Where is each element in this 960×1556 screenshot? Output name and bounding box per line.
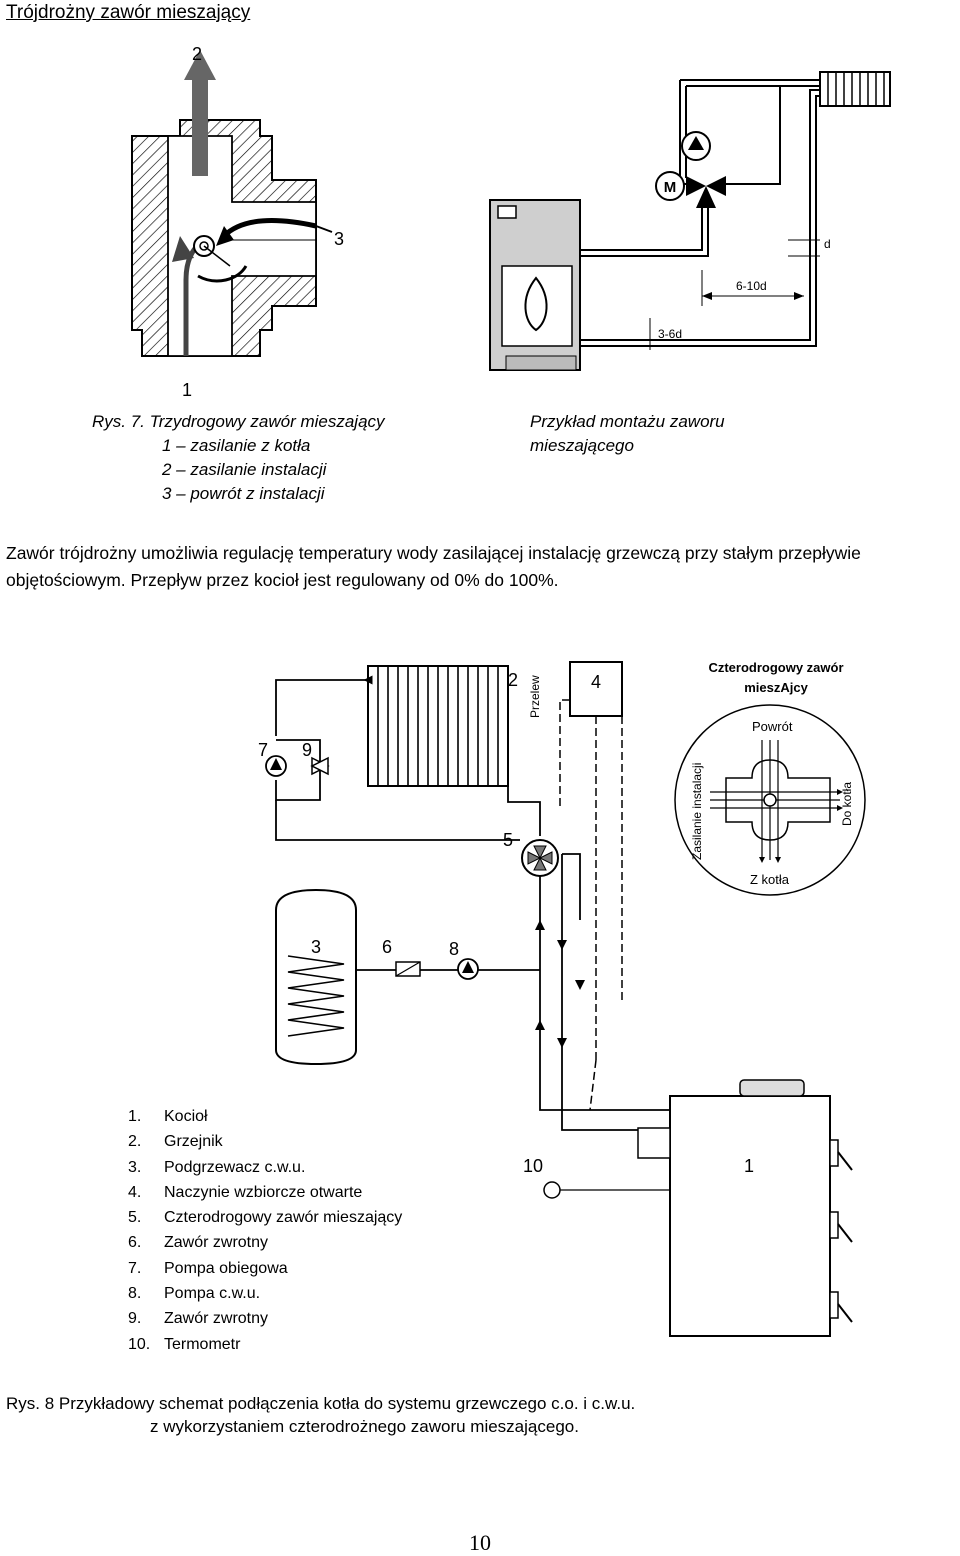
- check-valve-number: 9: [302, 740, 313, 760]
- caption-line: 1 – zasilanie z kotła: [162, 436, 311, 455]
- valve-installation-drawing: M d 6-10d 3-6d: [489, 71, 891, 371]
- dimension-6-10d: 6-10d: [736, 279, 767, 293]
- outlet-2-number: 2: [192, 44, 203, 64]
- circulation-pump-number: 7: [258, 740, 269, 760]
- motor-label: M: [664, 179, 677, 196]
- legend-item: 6.Zawór zwrotny: [128, 1234, 269, 1252]
- legend-item: 1.Kocioł: [128, 1108, 208, 1125]
- three-way-valve-section-drawing: [131, 50, 333, 357]
- title-line: Czterodrogowy zawór: [708, 660, 844, 675]
- caption-line: Rys. 7. Trzydrogowy zawór mieszający: [92, 412, 385, 431]
- check-valve-dhw-number: 6: [382, 937, 393, 957]
- caption-line: Przykład montażu zaworu: [530, 412, 725, 431]
- caption-line: 2 – zasilanie instalacji: [162, 460, 327, 479]
- page-number: 10: [469, 1530, 491, 1555]
- boiler-number: 1: [744, 1156, 755, 1176]
- installation-caption: Przykład montażu zaworu mieszającego: [530, 410, 725, 458]
- valve-label-from-boiler: Z kotła: [750, 872, 790, 887]
- mixing-valve-number: 5: [503, 830, 514, 850]
- dhw-pump-number: 8: [449, 939, 460, 959]
- legend-item: 9.Zawór zwrotny: [128, 1310, 269, 1328]
- section-heading: Trójdrożny zawór mieszający: [6, 2, 251, 23]
- fig8-caption-line1: Rys. 8 Przykładowy schemat podłączenia k…: [6, 1394, 636, 1413]
- legend-item: 10.Termometr: [128, 1335, 241, 1353]
- valve-label-to-boiler: Do kotła: [840, 781, 854, 826]
- caption-line: 3 – powrót z instalacji: [162, 484, 325, 503]
- dimension-3-6d: 3-6d: [658, 327, 682, 341]
- legend-item: 4.Naczynie wzbiorcze otwarte: [128, 1183, 363, 1201]
- thermometer-number: 10: [523, 1156, 544, 1176]
- caption-line: mieszającego: [530, 436, 634, 455]
- dimension-d: d: [824, 237, 831, 251]
- fig7-caption: Rys. 7. Trzydrogowy zawór mieszający 1 –…: [92, 410, 385, 506]
- water-heater-number: 3: [311, 937, 322, 957]
- overflow-label: Przelew: [528, 675, 542, 718]
- legend-item: 3.Podgrzewacz c.w.u.: [128, 1158, 306, 1176]
- legend-item: 7.Pompa obiegowa: [128, 1259, 288, 1277]
- expansion-tank-number: 4: [591, 672, 602, 692]
- legend-item: 5.Czterodrogowy zawór mieszający: [128, 1209, 403, 1227]
- radiator-number: 2: [508, 670, 519, 690]
- legend-item: 8.Pompa c.w.u.: [128, 1285, 261, 1303]
- component-legend: 1.Kocioł 2.Grzejnik 3.Podgrzewacz c.w.u.…: [128, 1104, 402, 1357]
- inlet-3-number: 3: [334, 229, 345, 249]
- heating-system-schematic: [265, 661, 866, 1337]
- valve-label-supply: Zasilanie instalacji: [690, 762, 704, 860]
- title-line: mieszAjcy: [744, 680, 808, 695]
- fig8-caption-line2: z wykorzystaniem czterodrożnego zaworu m…: [150, 1417, 579, 1436]
- legend-item: 2.Grzejnik: [128, 1133, 223, 1151]
- valve-label-return: Powrót: [752, 719, 793, 734]
- valve-detail-title: Czterodrogowy zawór mieszAjcy: [706, 658, 846, 698]
- description-paragraph: Zawór trójdrożny umożliwia regulację tem…: [6, 543, 861, 590]
- inlet-1-number: 1: [182, 380, 193, 400]
